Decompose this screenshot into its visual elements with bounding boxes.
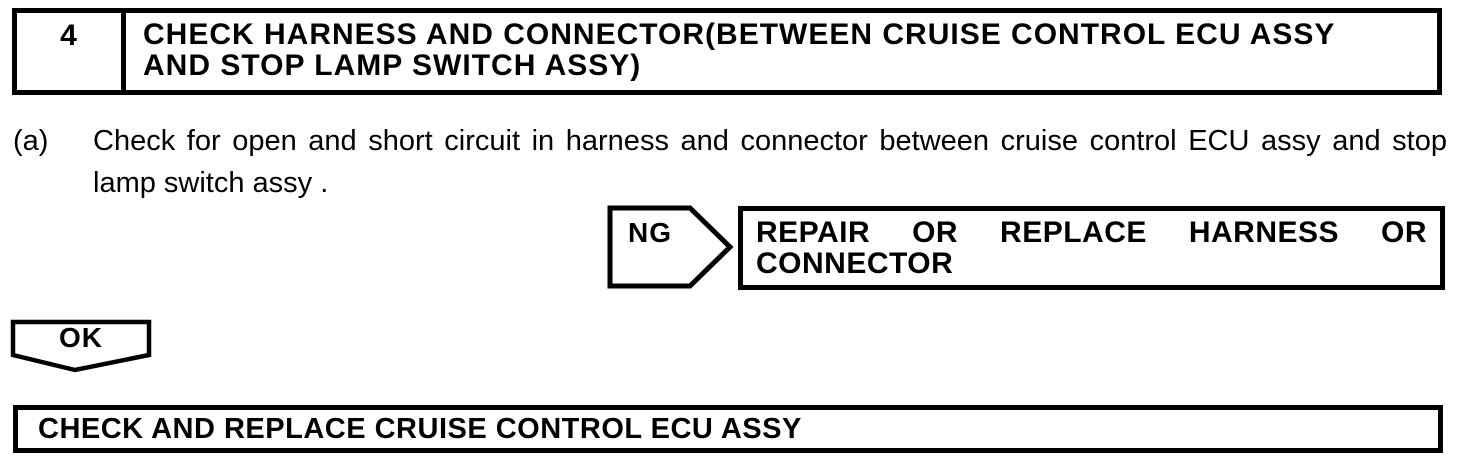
ok-result-label: OK bbox=[59, 322, 103, 353]
ok-arrow-shape bbox=[10, 318, 152, 374]
step-title-line-2: AND STOP LAMP SWITCH ASSY) bbox=[143, 49, 642, 82]
step-number: 4 bbox=[17, 13, 126, 90]
ng-arrow-shape bbox=[605, 203, 735, 291]
instruction-paragraph: (a) Check for open and short circuit in … bbox=[13, 120, 1453, 204]
ng-action-line-1: REPAIR OR REPLACE HARNESS OR bbox=[756, 216, 1427, 249]
instruction-label: (a) bbox=[13, 125, 49, 157]
ng-result-label: NG bbox=[628, 217, 672, 248]
instruction-line-2: lamp switch assy . bbox=[93, 167, 329, 199]
step-title: CHECK HARNESS AND CONNECTOR(BETWEEN CRUI… bbox=[126, 13, 1437, 90]
ng-pentagon-arrow-icon bbox=[607, 205, 734, 289]
next-step-box: CHECK AND REPLACE CRUISE CONTROL ECU ASS… bbox=[13, 405, 1443, 453]
instruction-text: Check for open and short circuit in harn… bbox=[93, 120, 1447, 204]
step-header-box: 4 CHECK HARNESS AND CONNECTOR(BETWEEN CR… bbox=[12, 8, 1442, 95]
instruction-line-1: Check for open and short circuit in harn… bbox=[93, 125, 1447, 157]
ok-banner-arrow-icon bbox=[10, 319, 152, 373]
next-step-title: CHECK AND REPLACE CRUISE CONTROL ECU ASS… bbox=[38, 412, 802, 445]
ng-action-box: REPAIR OR REPLACE HARNESS OR CONNECTOR bbox=[738, 206, 1445, 290]
ng-action-line-2: CONNECTOR bbox=[756, 247, 954, 280]
step-title-line-1: CHECK HARNESS AND CONNECTOR(BETWEEN CRUI… bbox=[143, 18, 1336, 51]
